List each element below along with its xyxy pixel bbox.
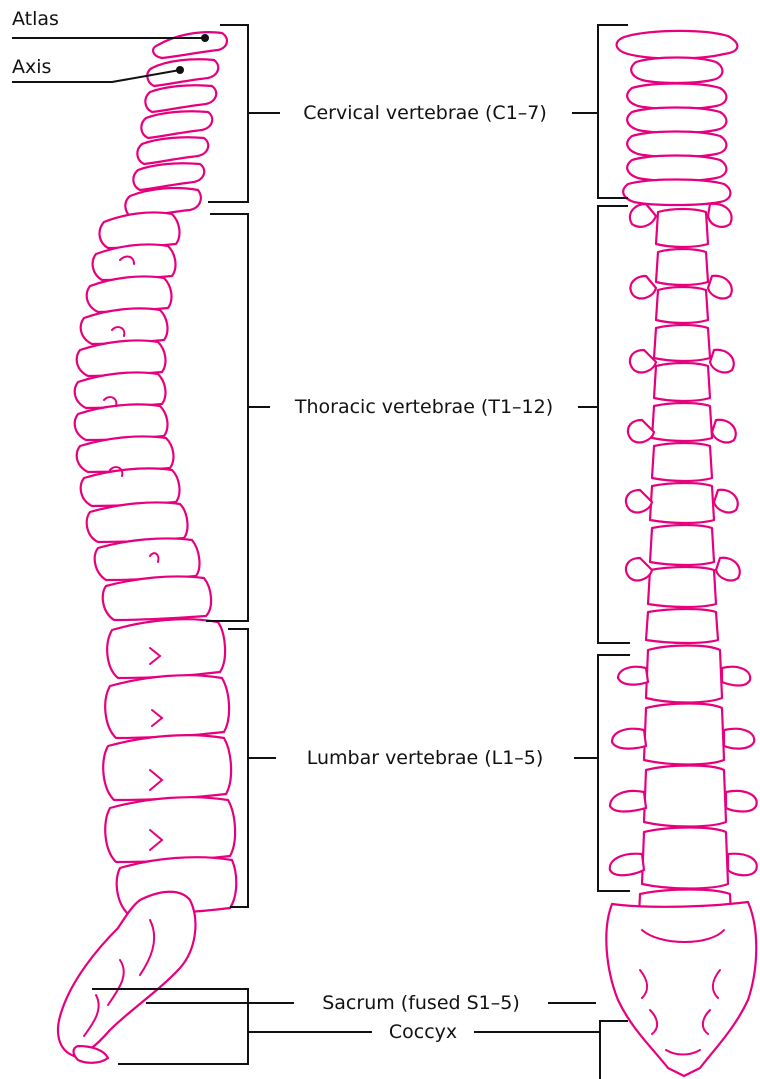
- anterior-lumbar-group: [610, 646, 757, 941]
- atlas-marker-dot: [201, 34, 209, 42]
- anterior-spine-view: [606, 31, 756, 1076]
- sacrum-label: Sacrum (fused S1–5): [318, 991, 524, 1015]
- lateral-spine-view: [58, 32, 236, 1063]
- lateral-sacrum-group: [58, 892, 195, 1063]
- anterior-sacrum-group: [606, 902, 756, 1076]
- axis-marker-dot: [176, 66, 184, 74]
- thoracic-left-bracket: [206, 214, 248, 621]
- cervical-vertebrae-label: Cervical vertebrae (C1–7): [299, 101, 551, 125]
- thoracic-right-bracket: [598, 206, 630, 643]
- coccyx-label: Coccyx: [385, 1020, 461, 1044]
- lateral-lumbar-group: [103, 619, 236, 914]
- coccyx-right-bracket: [600, 1021, 628, 1079]
- lumbar-vertebrae-label: Lumbar vertebrae (L1–5): [303, 746, 548, 770]
- thoracic-vertebrae-label: Thoracic vertebrae (T1–12): [291, 395, 557, 419]
- anterior-thoracic-group: [626, 204, 740, 643]
- lateral-thoracic-group: [75, 212, 211, 620]
- axis-label: Axis: [12, 55, 51, 79]
- lateral-cervical-group: [125, 32, 227, 218]
- atlas-label: Atlas: [12, 7, 59, 31]
- anterior-cervical-group: [617, 31, 738, 205]
